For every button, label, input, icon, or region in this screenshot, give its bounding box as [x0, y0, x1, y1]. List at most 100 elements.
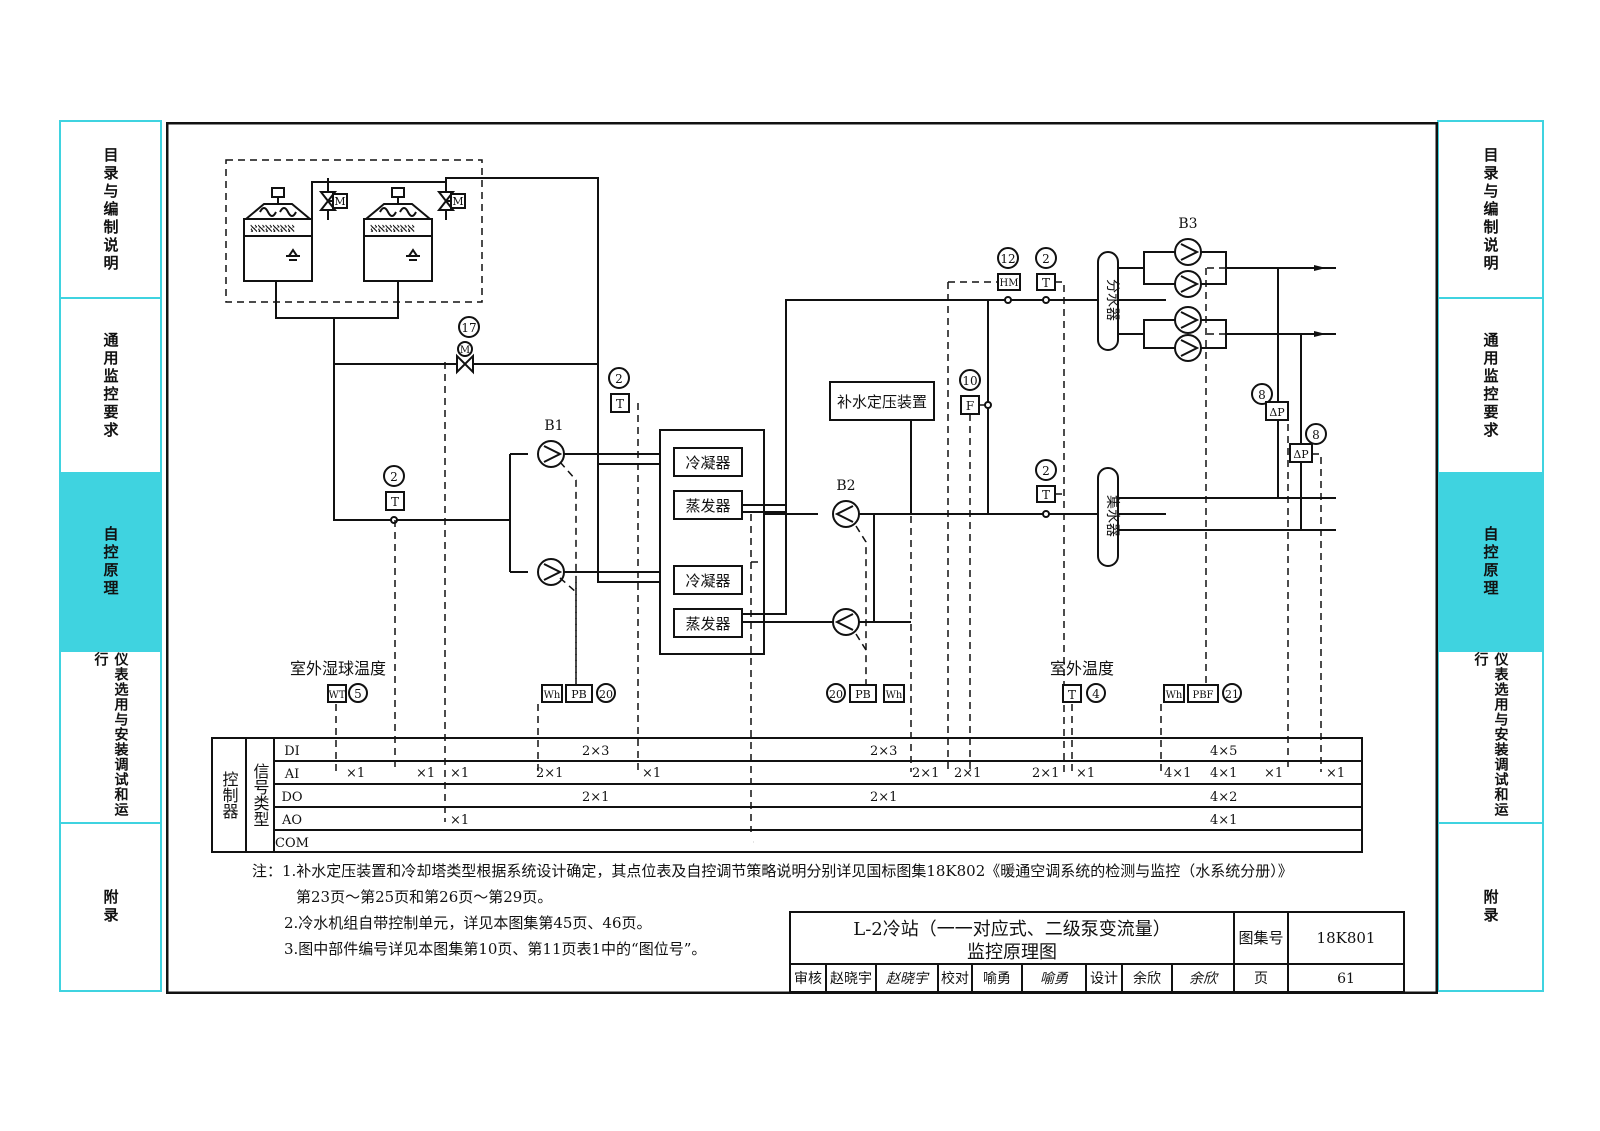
tag-t-e: T: [1068, 688, 1076, 702]
tower2-motorized-valve: M: [436, 182, 466, 220]
atlas-number: 18K801: [1317, 929, 1376, 947]
reviewer-signature: 赵晓宇: [886, 971, 930, 987]
chiller1-condenser: [673, 447, 743, 477]
io-do-b3: 4×2: [1210, 790, 1237, 805]
title-block: L-2冷站（一一对应式、二级泵变流量） 监控原理图 图集号 18K801 审核 …: [789, 911, 1405, 993]
note-3: 3.图中部件编号详见本图集第10页、第11页表1中的“图位号”。: [284, 940, 706, 958]
io-ai-dp2: ×1: [1326, 766, 1345, 781]
sensor-t-return: 2 T: [1035, 459, 1057, 518]
svg-text:ℵℵℵℵℵℵ: ℵℵℵℵℵℵ: [250, 224, 295, 235]
tag-2-d: 2: [1042, 464, 1050, 478]
checker-signature: 喻勇: [1040, 971, 1069, 987]
tag-8-a: 8: [1258, 388, 1266, 402]
sensor-t-supply: 2 T: [1035, 247, 1057, 304]
io-ai-hm: 2×1: [954, 766, 981, 781]
title-line-1: L-2冷站（一一对应式、二级泵变流量）: [853, 919, 1171, 940]
tag-pb-b: PB: [855, 688, 871, 701]
io-di-b2: 2×3: [870, 744, 897, 759]
signal-lines: [335, 267, 1322, 832]
io-row-ao: AO: [281, 813, 302, 828]
sensor-wt-5: WT 5: [327, 683, 368, 703]
return-header-label: 集水器: [1104, 495, 1121, 537]
side-tab-left-appendix[interactable]: 附录: [59, 822, 162, 992]
io-do-b1: 2×1: [582, 790, 609, 805]
side-tab-right-instruments-label: 仪表选用与安装调试和运行: [1472, 652, 1509, 817]
pump-b1-2: [537, 558, 565, 586]
page-label: 页: [1254, 971, 1268, 987]
io-ai-pbf: 4×1: [1210, 766, 1237, 781]
check-label: 校对: [941, 970, 969, 987]
sensor-t-condenser-supply: 2 T: [383, 465, 405, 524]
outdoor-wetbulb-label: 室外湿球温度: [290, 659, 386, 678]
note-1-cont: 第23页～第25页和第26页～第29页。: [296, 888, 552, 906]
title-line-2: 监控原理图: [967, 942, 1057, 963]
checker-name: 喻勇: [983, 971, 1011, 987]
side-tab-right-principle-label: 自控原理: [1481, 526, 1500, 598]
tag-2-c: 2: [1042, 252, 1050, 266]
designer-signature: 余欣: [1189, 971, 1219, 987]
side-tab-right-contents[interactable]: 目录与编制说明: [1437, 120, 1544, 299]
io-controller-label: 控制器: [220, 771, 239, 819]
io-ai-wh2: 2×1: [912, 766, 939, 781]
side-tab-right-requirements[interactable]: 通用监控要求: [1437, 297, 1544, 474]
chiller1-condenser-label: 冷凝器: [685, 454, 730, 472]
design-label: 设计: [1090, 971, 1118, 987]
side-tab-right-instruments[interactable]: 仪表选用与安装调试和运行: [1437, 650, 1544, 824]
side-tab-left-instruments-label: 仪表选用与安装调试和运行: [92, 652, 129, 817]
tag-20-b: 20: [829, 688, 843, 701]
designer-name: 余欣: [1133, 970, 1161, 987]
sensor-t-4: T 4: [1062, 683, 1106, 703]
io-table: 控制器 信号类型 DI AI DO AO COM: [211, 737, 1363, 853]
tag-t-b: T: [391, 495, 399, 509]
io-row-ai: AI: [284, 767, 300, 782]
io-ai-t2: ×1: [642, 766, 661, 781]
pump-b2-label: B2: [836, 478, 855, 494]
chiller-1: 冷凝器 蒸发器: [673, 447, 786, 520]
tag-hm: HM: [1000, 278, 1019, 289]
meter-group-21-b3: Wh PBF 21: [1163, 683, 1242, 703]
side-tab-right-requirements-label: 通用监控要求: [1481, 331, 1500, 440]
svg-text:ℵℵℵℵℵℵ: ℵℵℵℵℵℵ: [370, 224, 415, 235]
side-tab-left-requirements[interactable]: 通用监控要求: [59, 297, 162, 474]
tag-t-c: T: [1042, 276, 1050, 290]
chiller2-condenser-label: 冷凝器: [685, 572, 730, 590]
io-row-do: DO: [281, 790, 302, 805]
io-ai-wh1: 2×1: [536, 766, 563, 781]
pump-b2-1: [832, 500, 860, 528]
supply-header: 分水器: [1097, 251, 1120, 351]
io-ai-dp1: ×1: [1264, 766, 1283, 781]
side-tab-right-appendix[interactable]: 附录: [1437, 822, 1544, 992]
cooling-tower-enclosure: [225, 159, 483, 303]
side-tab-left-appendix-label: 附录: [101, 889, 120, 925]
io-ai-t4: ×1: [1076, 766, 1095, 781]
tower2-valve-m: M: [452, 195, 463, 208]
side-tab-left-contents[interactable]: 目录与编制说明: [59, 120, 162, 299]
side-tab-right-appendix-label: 附录: [1481, 889, 1500, 925]
side-tab-left-requirements-label: 通用监控要求: [101, 331, 120, 440]
note-2: 2.冷水机组自带控制单元，详见本图集第45页、46页。: [284, 914, 652, 932]
makeup-pressure-device: [829, 381, 935, 421]
tag-2-a: 2: [615, 372, 623, 386]
tag-2-b: 2: [390, 470, 398, 484]
io-ai-wh3: 4×1: [1164, 766, 1191, 781]
tag-wt: WT: [329, 690, 346, 701]
atlas-label: 图集号: [1238, 929, 1283, 947]
side-tab-left-instruments[interactable]: 仪表选用与安装调试和运行: [59, 650, 162, 824]
pump-b3-label: B3: [1178, 216, 1197, 232]
tag-8-b: 8: [1312, 428, 1320, 442]
io-ai-v17: ×1: [450, 766, 469, 781]
tag-pb-a: PB: [571, 688, 587, 701]
pump-b3-4: [1174, 334, 1202, 362]
review-label: 审核: [794, 971, 822, 987]
side-tab-right-principle[interactable]: 自控原理: [1437, 472, 1544, 652]
tower1-motorized-valve: M: [318, 182, 348, 220]
sensor-dp-2: 8 ΔP: [1289, 423, 1327, 463]
return-header: 集水器: [1097, 467, 1121, 567]
page-number: 61: [1337, 971, 1355, 987]
makeup-device-label: 补水定压装置: [837, 393, 927, 411]
drawing-sheet: ℵℵℵℵℵℵ ℵℵℵℵℵℵ M M: [166, 122, 1438, 994]
pump-b3-1: [1174, 238, 1202, 266]
side-tab-left-principle[interactable]: 自控原理: [59, 472, 162, 652]
tag-pbf: PBF: [1192, 690, 1213, 701]
sensor-t-condenser-return: 2 T: [608, 367, 630, 413]
